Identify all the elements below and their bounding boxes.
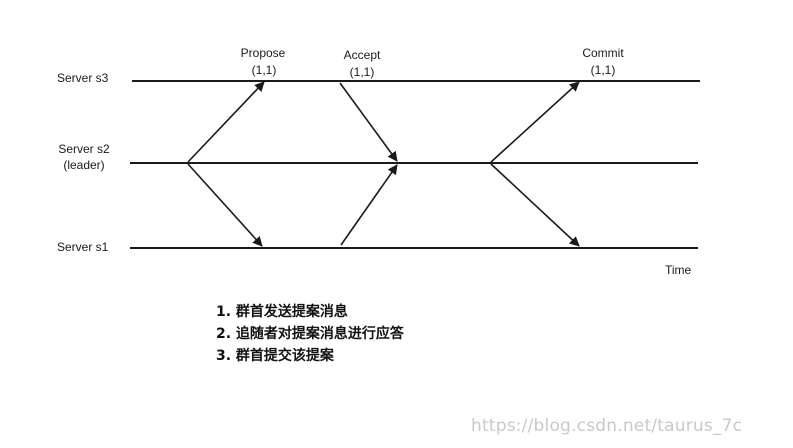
propose-label: Propose — [240, 46, 286, 60]
time-axis-label: Time — [665, 263, 692, 277]
note-item: 2. 追随者对提案消息进行应答 — [216, 326, 404, 342]
server-s2-label: Server s2 — [58, 142, 110, 156]
commit-arrow-to-s1 — [490, 163, 580, 247]
watermark: https://blog.csdn.net/taurus_7c — [471, 416, 743, 436]
server-s3-label: Server s3 — [57, 71, 109, 85]
accept-label: Accept — [343, 48, 381, 62]
commit-arrow-to-s3 — [490, 81, 580, 163]
note-item: 3. 群首提交该提案 — [216, 348, 334, 364]
propose-zxid: (1,1) — [251, 63, 277, 77]
server-s2-role-label: (leader) — [63, 158, 105, 172]
propose-arrow-to-s1 — [187, 163, 263, 247]
notes-list: 1. 群首发送提案消息 2. 追随者对提案消息进行应答 3. 群首提交该提案 — [216, 301, 404, 367]
accept-arrow-from-s1 — [340, 164, 398, 246]
accept-zxid: (1,1) — [349, 65, 375, 79]
note-item: 1. 群首发送提案消息 — [216, 304, 348, 320]
commit-label: Commit — [582, 46, 624, 60]
propose-arrow-to-s3 — [187, 81, 265, 163]
accept-arrow-from-s3 — [339, 82, 398, 162]
server-s1-label: Server s1 — [57, 240, 109, 254]
commit-zxid: (1,1) — [590, 63, 616, 77]
